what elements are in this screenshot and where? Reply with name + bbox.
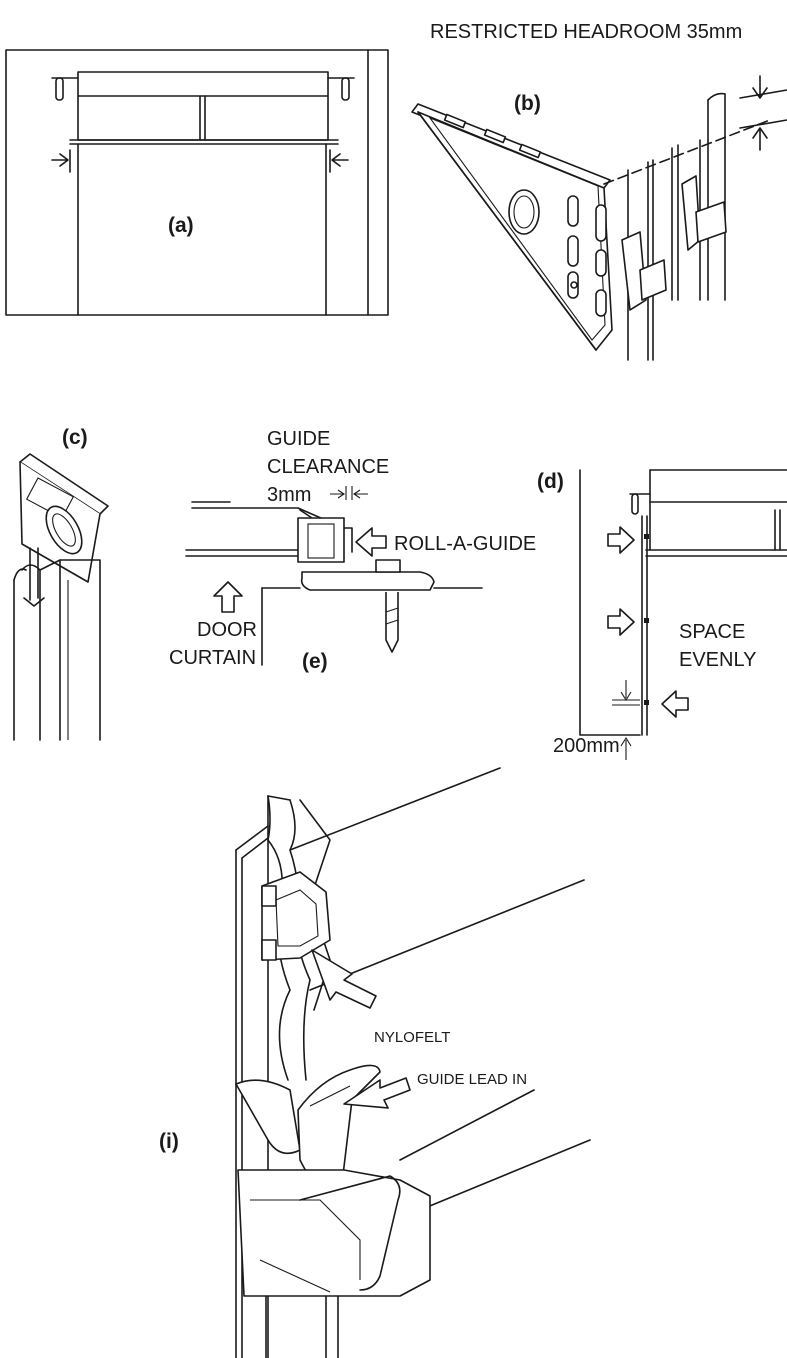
nylofelt-label: NYLOFELT	[374, 1029, 450, 1046]
space-evenly-line1: SPACE	[679, 621, 745, 643]
figure-c-drawing	[13, 453, 109, 741]
figure-i-drawing	[235, 767, 591, 1358]
door-curtain-line1: DOOR	[197, 619, 257, 641]
door-curtain-line2: CURTAIN	[169, 647, 256, 669]
figure-b-drawing	[411, 75, 787, 361]
figure-i-label: (i)	[159, 1130, 179, 1153]
figure-b-label: (b)	[514, 92, 541, 115]
guide-clearance-value: 3mm	[267, 484, 311, 506]
figure-c-label: (c)	[62, 426, 88, 449]
figure-a-label: (a)	[168, 214, 194, 237]
figure-e-drawing	[185, 486, 483, 666]
space-evenly-line2: EVENLY	[679, 649, 756, 671]
guide-lead-in-label: GUIDE LEAD IN	[417, 1071, 527, 1088]
figure-e-label: (e)	[302, 650, 328, 673]
guide-clearance-line2: CLEARANCE	[267, 456, 389, 478]
figure-d-label: (d)	[537, 470, 564, 493]
guide-clearance-line1: GUIDE	[267, 428, 330, 450]
figure-d-drawing	[579, 469, 787, 760]
headroom-annotation: RESTRICTED HEADROOM 35mm	[430, 21, 742, 43]
figure-a-drawing	[5, 49, 389, 316]
roll-a-guide-label: ROLL-A-GUIDE	[394, 533, 536, 555]
offset-200mm: 200mm	[553, 735, 620, 757]
